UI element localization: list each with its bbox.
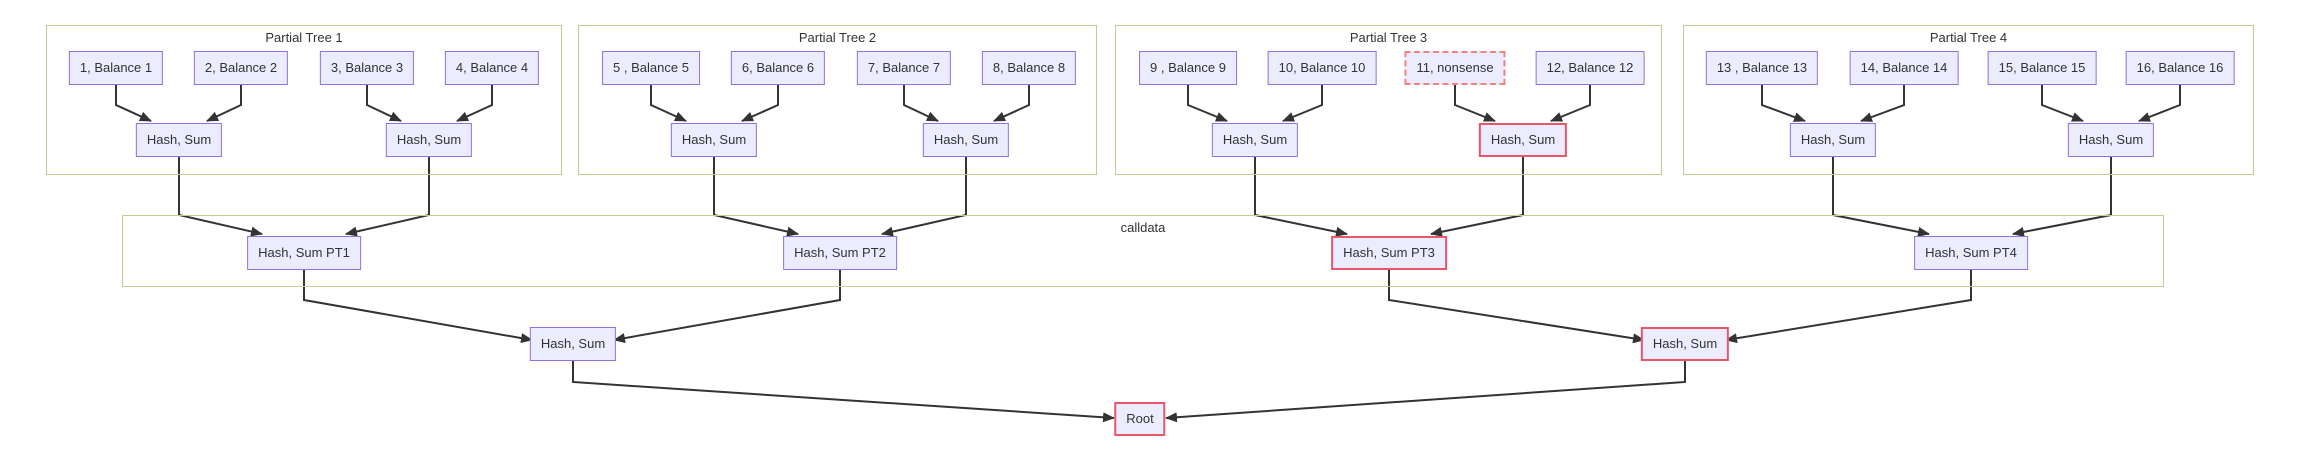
edge-leaf12-hash3b (1550, 85, 1591, 122)
group-label-pt4: Partial Tree 4 (1929, 30, 2008, 45)
node-ptsum1: Hash, Sum PT1 (247, 236, 361, 270)
node-hash1a: Hash, Sum (135, 123, 223, 157)
edge-leaf14-hash4a (1860, 85, 1905, 122)
group-pt3 (1115, 25, 1662, 175)
node-leaf4: 4, Balance 4 (444, 51, 540, 85)
node-leaf11: 11, nonsense (1404, 51, 1506, 85)
edge-leaf2-hash1a (206, 85, 242, 122)
node-midleft: Hash, Sum (529, 327, 617, 361)
node-leaf15: 15, Balance 15 (1987, 51, 2097, 85)
node-leaf16: 16, Balance 16 (2125, 51, 2235, 85)
node-leaf14: 14, Balance 14 (1849, 51, 1959, 85)
node-ptsum3: Hash, Sum PT3 (1331, 236, 1447, 270)
node-leaf1: 1, Balance 1 (68, 51, 164, 85)
group-calldata (122, 215, 2164, 287)
node-leaf7: 7, Balance 7 (856, 51, 952, 85)
node-leaf8: 8, Balance 8 (981, 51, 1077, 85)
edge-ptsum3-midright (1388, 270, 1645, 344)
node-hash3b: Hash, Sum (1478, 123, 1568, 157)
edge-ptsum2-midleft (613, 270, 841, 344)
node-ptsum2: Hash, Sum PT2 (783, 236, 897, 270)
node-leaf9: 9 , Balance 9 (1139, 51, 1237, 85)
edge-leaf13-hash4a (1761, 85, 1806, 122)
node-midright: Hash, Sum (1640, 327, 1730, 361)
edge-leaf5-hash2a (650, 85, 687, 122)
group-label-pt1: Partial Tree 1 (265, 30, 343, 45)
edge-leaf15-hash4b (2041, 85, 2084, 122)
node-root: Root (1114, 402, 1166, 436)
edge-ptsum4-midright (1725, 270, 1972, 344)
node-hash2a: Hash, Sum (670, 123, 758, 157)
node-hash3a: Hash, Sum (1211, 123, 1299, 157)
edge-leaf7-hash2b (903, 85, 939, 122)
node-hash4b: Hash, Sum (2067, 123, 2155, 157)
edge-leaf10-hash3a (1282, 85, 1323, 122)
node-leaf13: 13 , Balance 13 (1705, 51, 1819, 85)
edge-leaf6-hash2a (741, 85, 779, 122)
edge-leaf3-hash1b (366, 85, 402, 122)
group-pt2 (578, 25, 1097, 175)
node-leaf3: 3, Balance 3 (319, 51, 415, 85)
node-hash1b: Hash, Sum (385, 123, 473, 157)
node-leaf10: 10, Balance 10 (1267, 51, 1377, 85)
edge-leaf4-hash1b (456, 85, 493, 122)
edge-leaf8-hash2b (993, 85, 1030, 122)
edge-midright-root (1165, 361, 1686, 423)
edge-midleft-root (572, 361, 1115, 423)
group-pt4 (1683, 25, 2254, 175)
node-leaf2: 2, Balance 2 (193, 51, 289, 85)
node-leaf6: 6, Balance 6 (730, 51, 826, 85)
edge-ptsum1-midleft (303, 270, 533, 344)
edge-leaf9-hash3a (1187, 85, 1228, 122)
node-hash2b: Hash, Sum (922, 123, 1010, 157)
node-leaf5: 5 , Balance 5 (602, 51, 700, 85)
group-pt1 (46, 25, 562, 175)
group-label-pt3: Partial Tree 3 (1349, 30, 1428, 45)
edge-leaf1-hash1a (115, 85, 152, 122)
edge-leaf16-hash4b (2138, 85, 2181, 122)
node-hash4a: Hash, Sum (1789, 123, 1877, 157)
node-leaf12: 12, Balance 12 (1535, 51, 1645, 85)
node-ptsum4: Hash, Sum PT4 (1914, 236, 2028, 270)
group-label-calldata: calldata (1120, 220, 1166, 235)
group-label-pt2: Partial Tree 2 (798, 30, 877, 45)
edge-leaf11-hash3b (1454, 85, 1496, 122)
